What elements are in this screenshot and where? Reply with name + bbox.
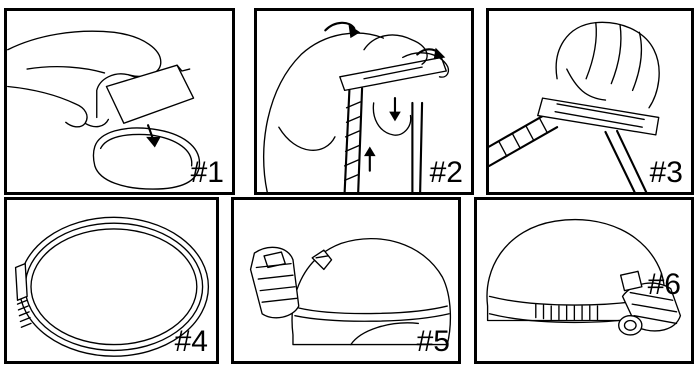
- step-5-label: #5: [417, 327, 450, 357]
- step-1-panel: #1: [4, 8, 235, 195]
- step-6-panel: #6: [474, 197, 694, 364]
- step-3-panel: #3: [486, 8, 694, 195]
- step-4-label: #4: [175, 327, 208, 357]
- step-6-label: #6: [648, 270, 681, 300]
- step-5-panel: #5: [231, 197, 461, 364]
- step-4-panel: #4: [4, 197, 219, 364]
- step-1-label: #1: [191, 158, 224, 188]
- step-3-label: #3: [650, 158, 683, 188]
- step-2-panel: #2: [254, 8, 474, 195]
- step-2-label: #2: [430, 158, 463, 188]
